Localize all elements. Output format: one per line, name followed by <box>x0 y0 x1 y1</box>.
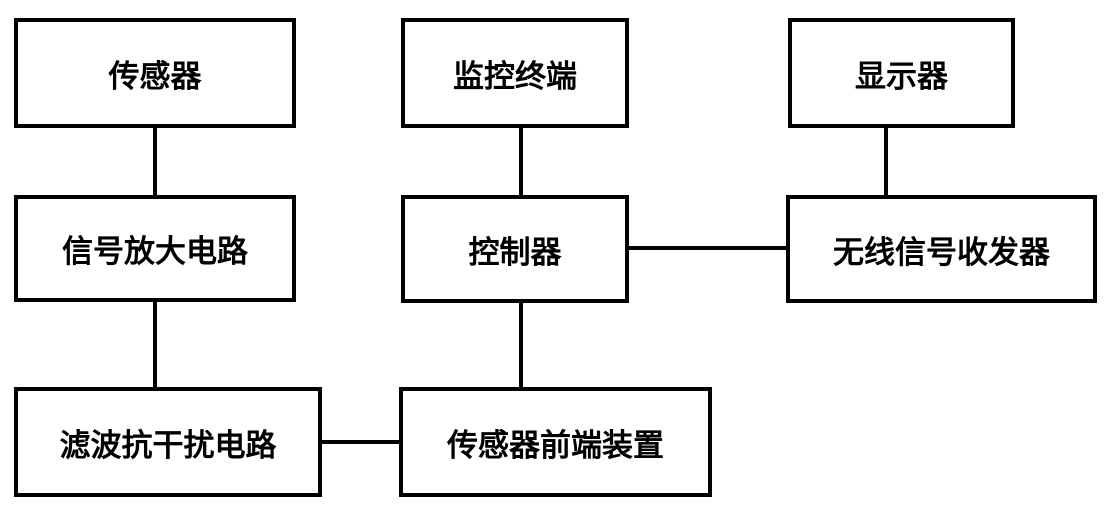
edge-filter-frontend <box>318 440 402 444</box>
node-sensor-frontend: 传感器前端装置 <box>399 387 712 497</box>
edge-controller-wireless <box>626 246 789 250</box>
node-controller: 控制器 <box>401 195 629 303</box>
edge-amplifier-filter <box>153 299 157 390</box>
node-signal-amplifier: 信号放大电路 <box>14 195 296 302</box>
node-display: 显示器 <box>788 18 1015 128</box>
node-wireless-transceiver: 无线信号收发器 <box>786 195 1097 303</box>
edge-monitor-controller <box>519 124 523 198</box>
edge-sensor-amplifier <box>153 124 157 198</box>
node-monitor-terminal: 监控终端 <box>401 18 629 128</box>
edge-frontend-controller <box>519 300 523 390</box>
node-sensor: 传感器 <box>14 18 296 128</box>
edge-display-wireless <box>884 124 888 198</box>
node-filter-circuit: 滤波抗干扰电路 <box>14 387 322 497</box>
